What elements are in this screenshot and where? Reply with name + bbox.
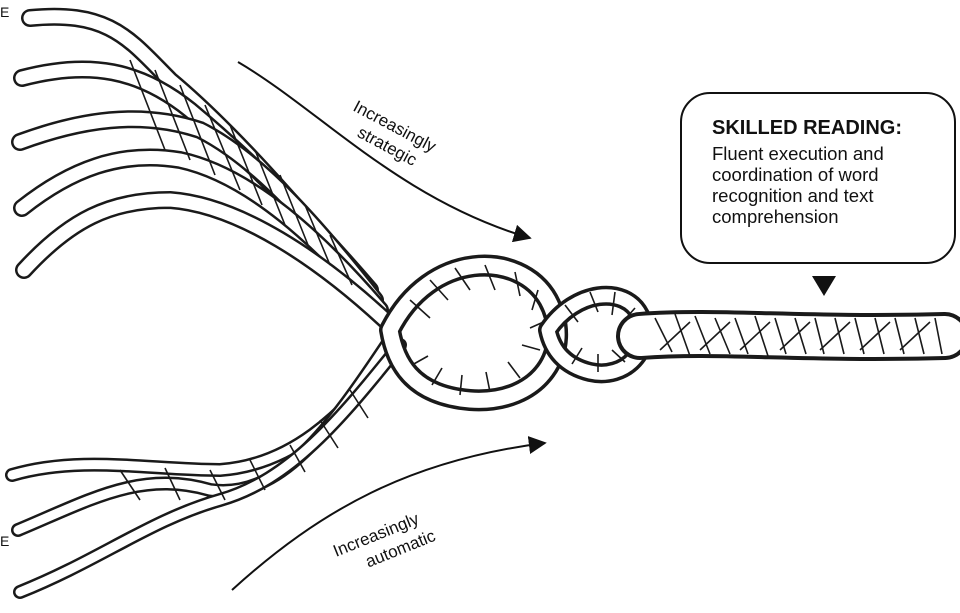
edge-mark-bottom: E [0,533,9,549]
rope-loop-large [390,265,557,400]
upper-strands [20,17,385,320]
merged-rope [390,265,945,400]
skilled-reading-callout: SKILLED READING: Fluent execution and co… [680,92,956,264]
triangle-down-icon [812,276,836,296]
label-automatic: Increasingly automatic [330,506,438,582]
label-strategic: Increasingly strategic [340,97,439,175]
callout-title: SKILLED READING: [712,116,944,140]
edge-mark-top: E [0,4,9,20]
rope-tight-braid [640,314,945,356]
callout-body: Fluent execution and coordination of wor… [712,143,944,227]
